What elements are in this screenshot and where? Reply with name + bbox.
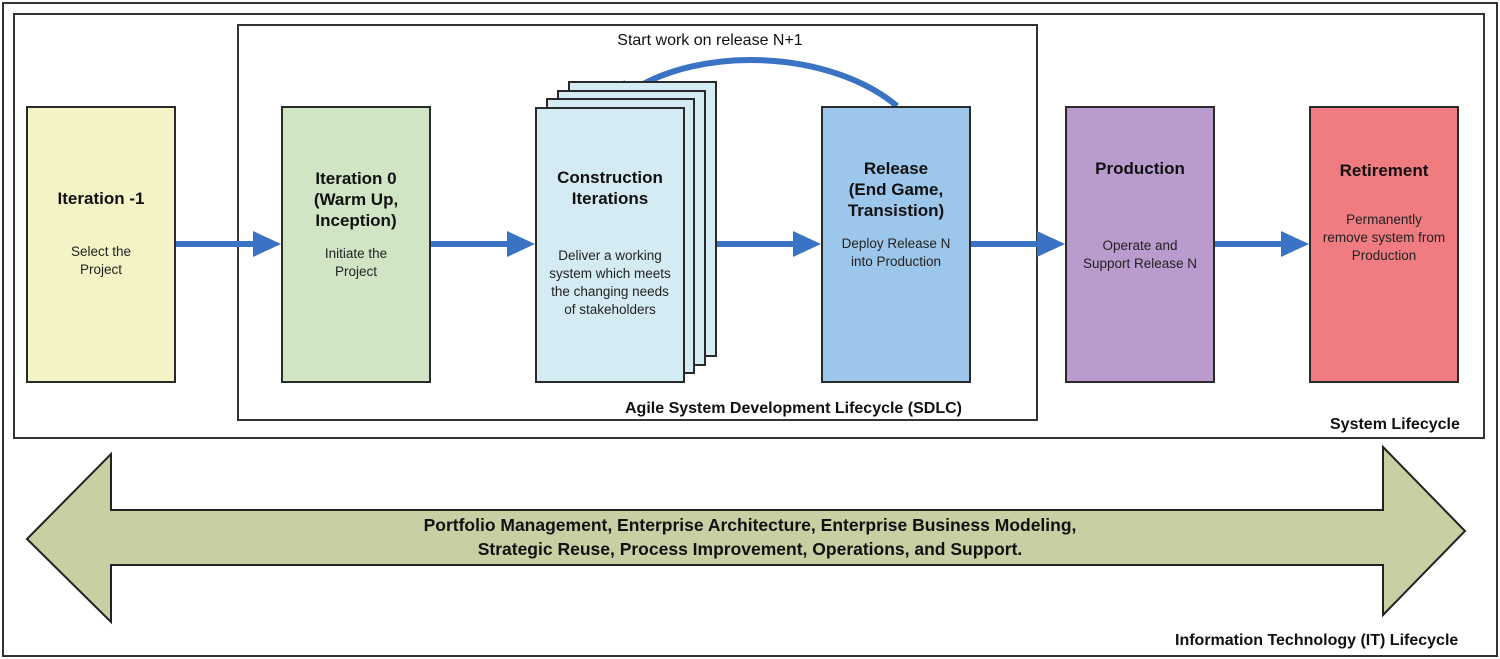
it-double-arrow (25, 444, 1467, 625)
stage-description: Deliver a working system which meets the… (549, 248, 671, 317)
stage-iteration-0: Iteration 0 (Warm Up, Inception) Initiat… (281, 106, 431, 383)
flow-arrow-head-3 (1037, 231, 1065, 257)
stage-description: Select the Project (70, 244, 132, 277)
stage-description: Initiate the Project (324, 246, 388, 279)
stage-description: Deploy Release N into Production (841, 236, 951, 269)
stage-title: Iteration 0 (Warm Up, Inception) (313, 169, 399, 230)
flow-arrow-head-1 (507, 231, 535, 257)
stage-retirement: Retirement Permanently remove system fro… (1309, 106, 1459, 383)
agile-sdlc-label: Agile System Development Lifecycle (SDLC… (625, 400, 962, 417)
loop-arrow (628, 57, 899, 109)
flow-arrow-head-4 (1281, 231, 1309, 257)
stage-title: Iteration -1 (57, 189, 145, 208)
flow-arrow-head-2 (793, 231, 821, 257)
flow-arrow-head-0 (253, 231, 281, 257)
agile-sdlc-frame (237, 24, 1038, 421)
stage-title: Construction Iterations (557, 168, 663, 208)
stage-description: Permanently remove system from Productio… (1322, 212, 1446, 263)
stage-title: Release (End Game, Transistion) (847, 159, 945, 220)
stage-title: Production (1095, 159, 1185, 178)
stage-construction-iterations: Construction Iterations Deliver a workin… (535, 107, 685, 383)
stage-release: Release (End Game, Transistion) Deploy R… (821, 106, 971, 383)
stage-iteration-minus-1: Iteration -1 Select the Project (26, 106, 176, 383)
it-arrow-text: Portfolio Management, Enterprise Archite… (423, 515, 1077, 559)
stage-description: Operate and Support Release N (1082, 238, 1198, 271)
system-lifecycle-label: System Lifecycle (1330, 416, 1460, 433)
system-lifecycle-frame (13, 13, 1485, 439)
stage-title: Retirement (1339, 161, 1429, 180)
it-lifecycle-label: Information Technology (IT) Lifecycle (1175, 632, 1459, 649)
stage-production: Production Operate and Support Release N (1065, 106, 1215, 383)
loop-arrow-label: Start work on release N+1 (617, 32, 803, 49)
